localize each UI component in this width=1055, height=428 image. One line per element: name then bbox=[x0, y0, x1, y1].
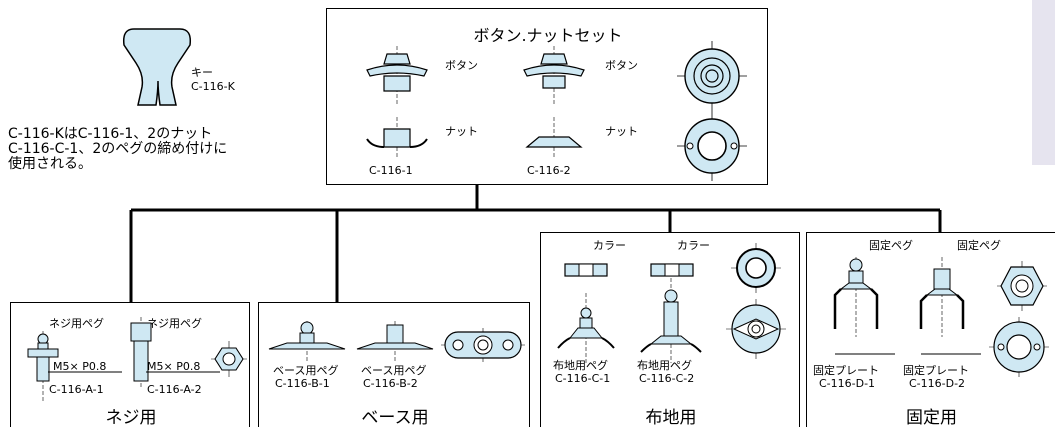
fabric-peg-label-1: 布地用ペグ bbox=[553, 359, 608, 372]
fixed-peg-label-1: 固定ペグ bbox=[869, 239, 913, 252]
fixed-peg-1-icon bbox=[833, 257, 879, 337]
usage-note-line-3: 使用される。 bbox=[8, 156, 92, 172]
screw-code-2: C-116-A-2 bbox=[147, 383, 202, 396]
fabric-peg-label-2: 布地用ペグ bbox=[637, 359, 692, 372]
base-peg-1-icon bbox=[268, 321, 346, 361]
fabric-peg-2-icon bbox=[640, 278, 702, 363]
fixed-plate-top-view-icon bbox=[989, 317, 1049, 377]
screw-peg-label-2: ネジ用ペグ bbox=[147, 317, 202, 330]
fixed-plate-lines-icon bbox=[835, 353, 981, 355]
fixed-code-2: C-116-D-2 bbox=[909, 377, 966, 390]
fabric-collar-label-1: カラー bbox=[593, 239, 626, 252]
set-code-2: C-116-2 bbox=[527, 164, 571, 177]
collar-top-view-icon bbox=[731, 243, 781, 293]
collar-2-icon bbox=[650, 263, 694, 277]
screw-peg-label-1: ネジ用ペグ bbox=[49, 317, 104, 330]
nut-1-icon bbox=[366, 117, 428, 157]
button-2-icon bbox=[523, 46, 585, 106]
fixed-peg-2-icon bbox=[919, 257, 965, 337]
key-name-label: キー bbox=[191, 66, 213, 79]
base-peg-label-1: ベース用ペグ bbox=[273, 364, 339, 377]
fixed-plate-label-2: 固定プレート bbox=[903, 364, 969, 377]
fabric-type-title: 布地用 bbox=[645, 408, 697, 428]
hex-nut-top-icon bbox=[211, 341, 247, 377]
screw-peg-1-icon bbox=[27, 331, 59, 401]
fixed-plate-label-1: 固定プレート bbox=[813, 364, 879, 377]
base-code-1: C-116-B-1 bbox=[275, 377, 330, 390]
button-1-icon bbox=[366, 46, 428, 106]
base-plate-top-icon bbox=[441, 328, 525, 362]
fabric-code-2: C-116-C-2 bbox=[639, 372, 695, 385]
set-code-1: C-116-1 bbox=[369, 164, 413, 177]
base-code-2: C-116-B-2 bbox=[363, 377, 418, 390]
sidebar-tab bbox=[1032, 0, 1055, 165]
fixed-peg-label-2: 固定ペグ bbox=[957, 239, 1001, 252]
fabric-peg-1-icon bbox=[557, 293, 615, 363]
base-type-panel: ベース用ペグ ベース用ペグ C-116-B-1 C-116-B-2 ベース用 bbox=[258, 302, 530, 428]
fixed-hex-top-icon bbox=[997, 261, 1047, 311]
key-code-label: C-116-K bbox=[191, 80, 235, 93]
button-nut-set-panel: ボタン.ナットセット ボタン ボタン ナット ナット C-116-1 C-116… bbox=[326, 8, 768, 185]
screw-type-panel: ネジ用ペグ ネジ用ペグ M5× P0.8 M5× P0.8 C-116-A-1 … bbox=[10, 302, 250, 428]
fabric-base-top-view-icon bbox=[726, 299, 786, 359]
nut-top-view-icon bbox=[677, 111, 747, 181]
nut-2-icon bbox=[525, 117, 583, 157]
button-top-view-icon bbox=[677, 41, 747, 111]
nut-label-1: ナット bbox=[445, 125, 478, 138]
nut-label-2: ナット bbox=[605, 125, 638, 138]
button-nut-set-title: ボタン.ナットセット bbox=[473, 26, 623, 45]
fabric-collar-label-2: カラー bbox=[677, 239, 710, 252]
screw-code-1: C-116-A-1 bbox=[49, 383, 104, 396]
base-type-title: ベース用 bbox=[361, 408, 429, 428]
screw-peg-2-icon bbox=[130, 317, 152, 387]
base-peg-2-icon bbox=[356, 321, 434, 361]
screw-thread-2: M5× P0.8 bbox=[147, 360, 201, 373]
fixed-code-1: C-116-D-1 bbox=[819, 377, 876, 390]
fabric-code-1: C-116-C-1 bbox=[555, 372, 611, 385]
button-label-2: ボタン bbox=[605, 59, 638, 72]
usage-note-line-2: C-116-C-1、2のペグの締め付けに bbox=[8, 141, 228, 157]
base-peg-label-2: ベース用ペグ bbox=[361, 364, 427, 377]
button-label-1: ボタン bbox=[445, 59, 478, 72]
screw-thread-1: M5× P0.8 bbox=[53, 360, 107, 373]
fixed-type-title: 固定用 bbox=[906, 408, 957, 428]
collar-1-icon bbox=[564, 263, 608, 277]
fabric-type-panel: カラー カラー 布地用ペグ 布地用ペグ C-116-C-1 C bbox=[540, 232, 800, 428]
key-tool-icon bbox=[122, 28, 192, 106]
screw-type-title: ネジ用 bbox=[105, 408, 157, 428]
fixed-type-panel: 固定ペグ 固定ペグ 固定プレート 固定プレート C-116-D-1 C-116-… bbox=[806, 232, 1055, 428]
usage-note-line-1: C-116-KはC-116-1、2のナット bbox=[8, 126, 213, 142]
